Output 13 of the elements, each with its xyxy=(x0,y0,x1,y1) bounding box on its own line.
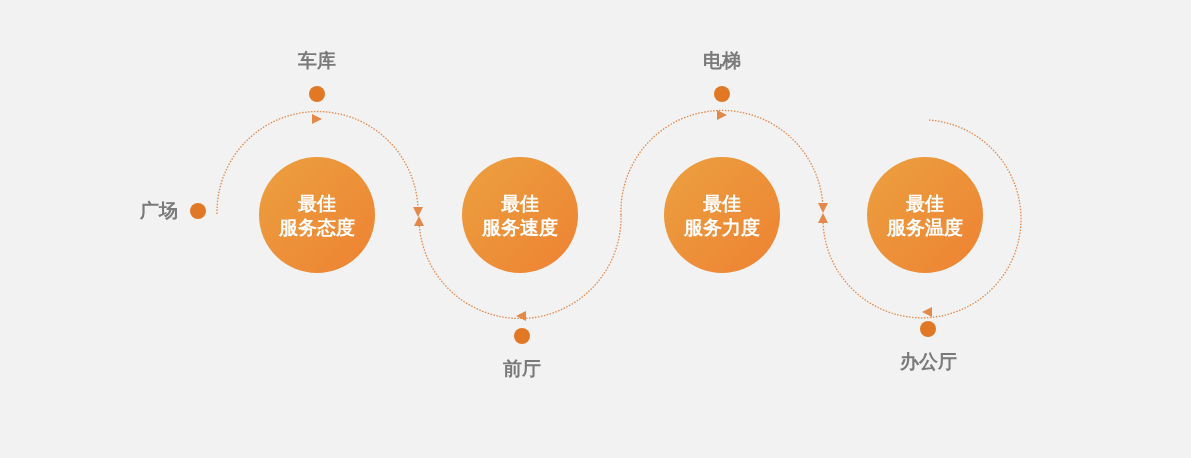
circle-heading: 最佳 xyxy=(501,191,539,215)
circle-heading: 最佳 xyxy=(703,191,741,215)
location-label: 办公厅 xyxy=(899,349,957,374)
circle-heading: 最佳 xyxy=(906,191,944,215)
location-label: 电梯 xyxy=(703,48,741,73)
location-label: 前厅 xyxy=(503,356,541,381)
location-label: 广场 xyxy=(140,198,178,223)
circle-text: 服务速度 xyxy=(482,215,558,239)
circle-text: 服务温度 xyxy=(887,215,963,239)
circle-heading: 最佳 xyxy=(298,191,336,215)
location-label: 车库 xyxy=(298,48,336,73)
circle-text: 服务态度 xyxy=(279,215,355,239)
circle-text: 服务力度 xyxy=(684,215,760,239)
